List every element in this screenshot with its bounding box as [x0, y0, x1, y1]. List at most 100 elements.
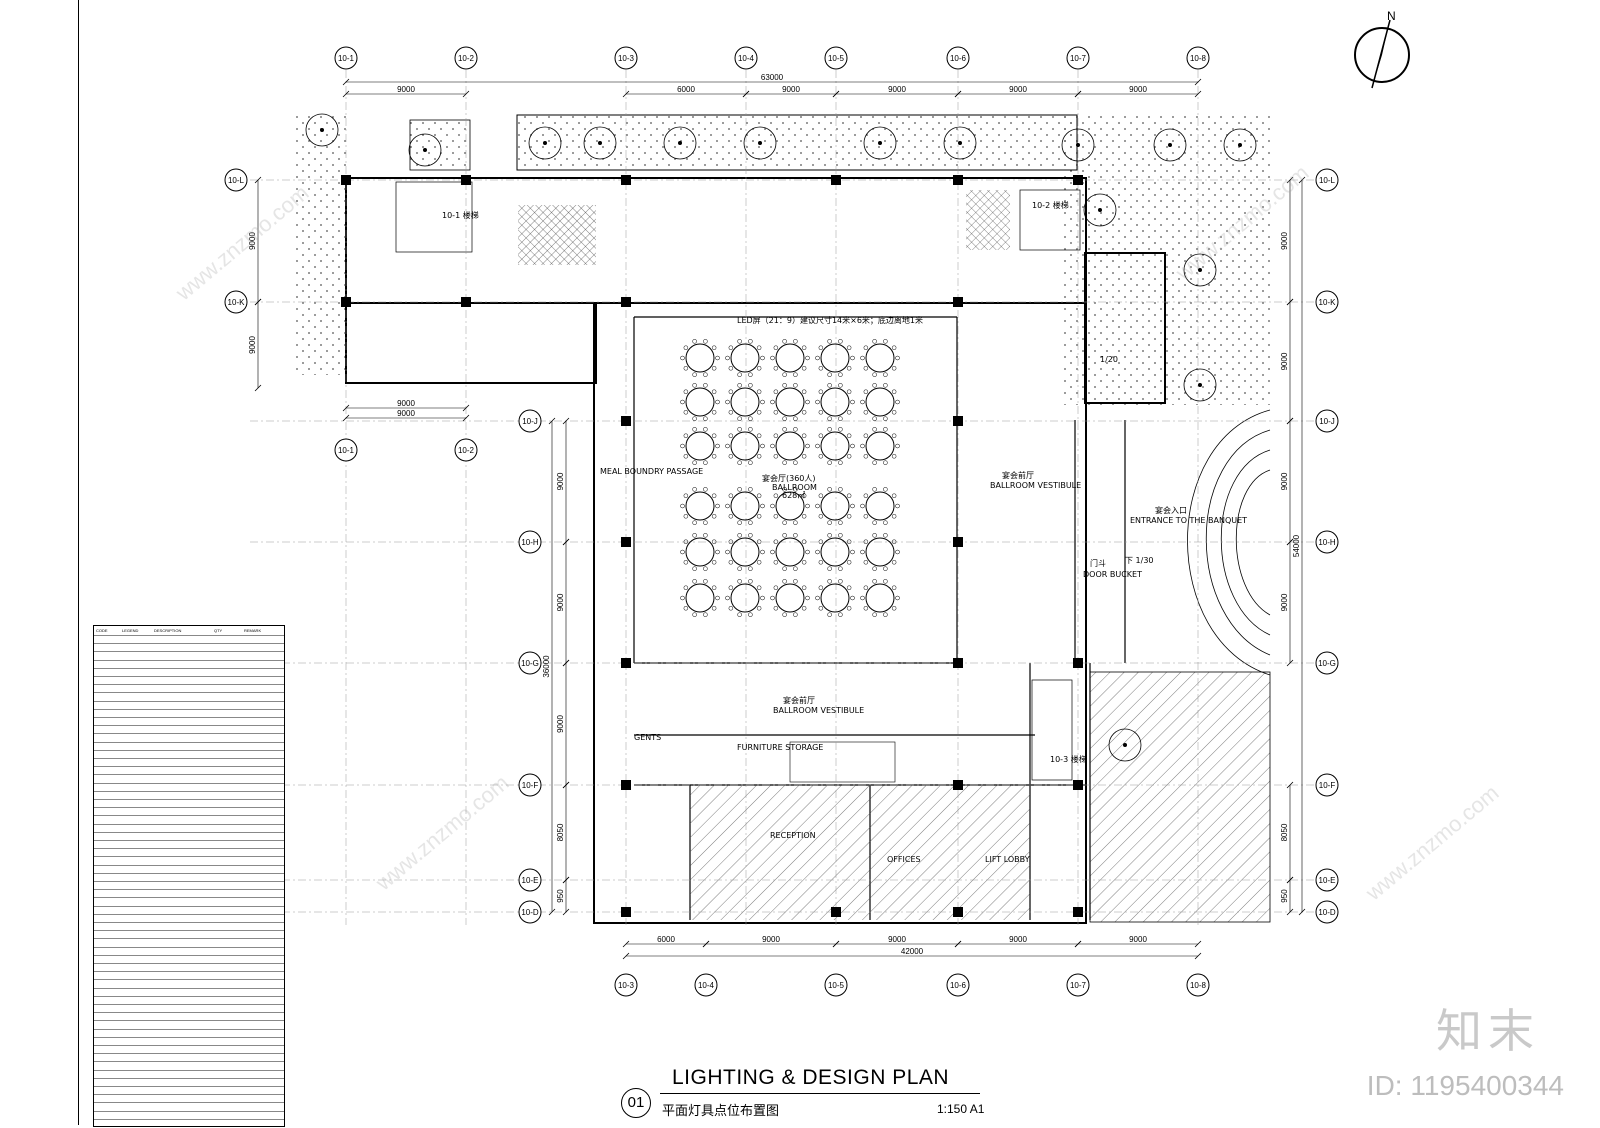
column [621, 907, 631, 917]
tree-canopy [1223, 128, 1257, 162]
chair [692, 460, 697, 465]
chair [883, 520, 888, 525]
grid-bottom-10-3-circle [614, 973, 638, 997]
legend-row [94, 741, 284, 751]
legend-row [94, 815, 284, 824]
tree-canopy [1108, 728, 1142, 762]
banquet-table [770, 579, 810, 617]
chair [748, 383, 753, 388]
chair [850, 399, 855, 405]
legend-row [94, 1053, 284, 1062]
grid-right-10-F-circle [1315, 773, 1339, 797]
grid-top-10-4: 10-4 [738, 54, 755, 63]
legend-head-desc: DESCRIPTION [154, 628, 182, 633]
chair [827, 487, 832, 492]
table-top [730, 537, 760, 567]
stair-1-label: 10-1 楼梯 [442, 210, 479, 220]
chair [863, 454, 869, 459]
chair [728, 560, 734, 565]
legend-head-legend: LEGEND [122, 628, 139, 633]
legend-row [94, 1012, 284, 1021]
chair [748, 339, 753, 344]
dim-right-5-tick [1286, 908, 1294, 916]
chair [756, 539, 762, 544]
legend-row [94, 1110, 284, 1120]
chair [872, 487, 877, 492]
tree-canopy [1183, 253, 1217, 287]
chair [748, 579, 753, 584]
dim-left-upper-1-tick [254, 298, 262, 306]
stair-3-label: 10-3 楼梯 [1050, 754, 1087, 764]
chair [860, 443, 865, 449]
watermark-brand: 知末 [1436, 1004, 1540, 1058]
dim-top-0: 9000 [397, 85, 415, 94]
chair [801, 345, 807, 350]
chair [680, 399, 685, 405]
planter-top [516, 114, 1078, 171]
legend-row [94, 848, 284, 857]
column [621, 658, 631, 668]
legend-row [94, 782, 284, 792]
chair [756, 493, 762, 498]
grid-bottom-10-5-circle [824, 973, 848, 997]
column [621, 175, 631, 185]
chair [711, 514, 717, 519]
stair-10-3 [1031, 679, 1073, 781]
chair [891, 410, 897, 415]
column [953, 416, 963, 426]
dim-top-total-tick [342, 78, 350, 86]
banquet-table [680, 579, 720, 617]
chair [756, 454, 762, 459]
chair [818, 585, 824, 590]
chair [692, 383, 697, 388]
banquet-table [815, 487, 855, 525]
ballroom-area: 628㎡ [782, 491, 805, 500]
dim-top-0-tick [342, 90, 350, 98]
ramp-down-label: 下 1/30 [1125, 556, 1154, 565]
chair [770, 443, 775, 449]
chair [818, 345, 824, 350]
storage-label: FURNITURE STORAGE [737, 743, 823, 752]
legend-row [94, 864, 284, 874]
drawing-title: LIGHTING & DESIGN PLAN [672, 1066, 950, 1089]
grid-left-10-L-circle [224, 168, 248, 192]
chair [895, 595, 900, 601]
chair [737, 520, 742, 525]
table-top [820, 491, 850, 521]
dim-top-3: 9000 [888, 85, 906, 94]
legend-row [94, 1036, 284, 1046]
table-top [685, 491, 715, 521]
chair [692, 533, 697, 538]
chair [846, 539, 852, 544]
banquet-table [815, 339, 855, 377]
grid-right-10-K: 10-K [1319, 298, 1337, 307]
lighting-legend-table: CODE LEGEND DESCRIPTION QTY REMARK [93, 625, 285, 1127]
legend-head-code: CODE [96, 628, 108, 633]
legend-row [94, 1020, 284, 1029]
table-top [730, 583, 760, 613]
banquet-table [680, 383, 720, 421]
chair [872, 612, 877, 617]
grid-bottom-10-5: 10-5 [828, 981, 845, 990]
chair [760, 399, 765, 405]
chair [801, 366, 807, 371]
chair [872, 372, 877, 377]
grid-left-10-F-circle [518, 773, 542, 797]
grid-right-10-J: 10-J [1319, 417, 1335, 426]
dim-right-1-tick [1286, 298, 1294, 306]
chair [793, 460, 798, 465]
chair [850, 443, 855, 449]
chair [782, 566, 787, 571]
chair [891, 433, 897, 438]
table-top [865, 583, 895, 613]
grid-leftbay-10-1-circle [334, 438, 358, 462]
chair [683, 539, 689, 544]
chair [818, 539, 824, 544]
legend-row [94, 1004, 284, 1013]
dim-left-main-0-tick [562, 417, 570, 425]
table-top [775, 583, 805, 613]
chair [692, 579, 697, 584]
chair [683, 454, 689, 459]
legend-row [94, 979, 284, 988]
